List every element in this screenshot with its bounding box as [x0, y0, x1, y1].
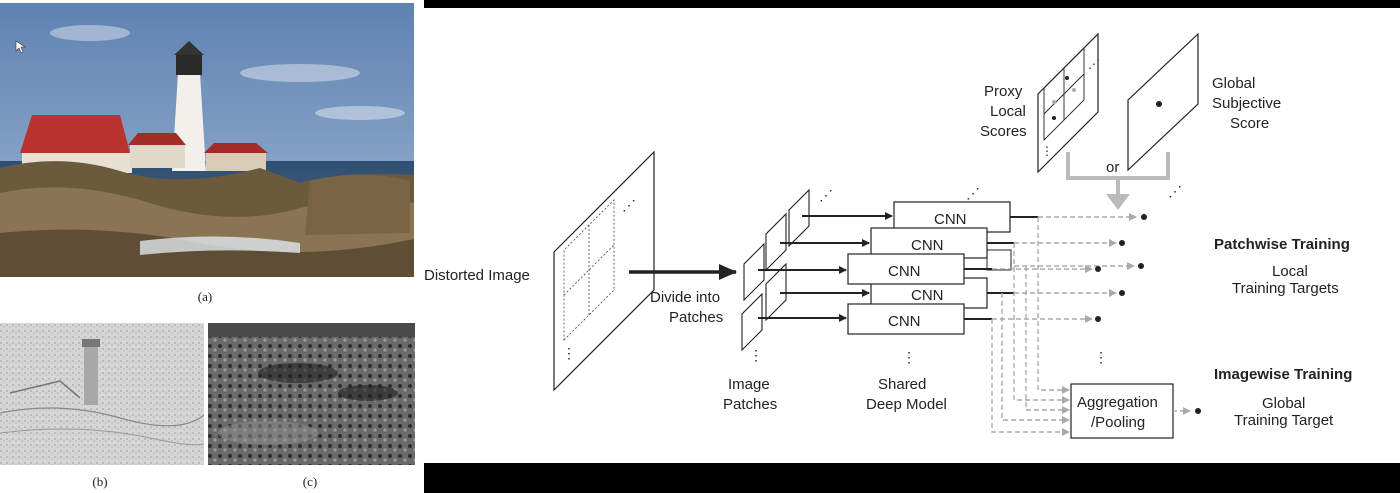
patchwise-title: Patchwise Training [1214, 236, 1350, 253]
svg-text:⋮: ⋮ [1041, 144, 1053, 158]
local-targets-line2: Training Targets [1232, 280, 1339, 297]
lighthouse-photo-svg [0, 3, 414, 277]
distorted-image-shape: ⋰ ⋮ [553, 150, 655, 392]
proxy-label-line3: Scores [980, 123, 1027, 140]
aggregation-label-line2: /Pooling [1091, 414, 1145, 431]
svg-text:⋰: ⋰ [622, 197, 636, 213]
aggregation-box [1070, 383, 1174, 439]
bottom-black-bar [424, 463, 1400, 493]
cnn-label-4: CNN [911, 287, 944, 304]
proxy-label-line1: Proxy [984, 83, 1023, 100]
cnn-label-1: CNN [934, 211, 967, 228]
local-targets-line1: Local [1272, 263, 1308, 280]
global-score-label-line3: Score [1230, 115, 1269, 132]
edge-map-svg [0, 323, 204, 465]
caption-a: (a) [197, 289, 213, 304]
caption-c: (c) [302, 474, 318, 489]
distorted-image-label: Distorted Image [424, 267, 530, 284]
edge-map-image [0, 323, 204, 465]
cnn-label-5: CNN [888, 313, 921, 330]
global-target-line2: Training Target [1234, 412, 1334, 429]
svg-text:⋰: ⋰ [1088, 57, 1100, 71]
local-score-dots [1095, 214, 1147, 322]
divide-label-line1: Divide into [650, 289, 720, 306]
image-patches-label-line2: Patches [723, 396, 777, 413]
cnn-output-stubs [964, 216, 1038, 320]
imagewise-title: Imagewise Training [1214, 366, 1352, 383]
patch-to-cnn-arrows [758, 212, 893, 322]
pipeline-diagram: Distorted Image ⋰ ⋮ Divide into Patches … [424, 32, 1352, 439]
aggregation-routes [991, 217, 1070, 436]
svg-text:⋮: ⋮ [902, 349, 916, 365]
svg-text:⋰: ⋰ [819, 187, 833, 203]
image-patches-label-line1: Image [728, 376, 770, 393]
proxy-scores-grid: ⋰ ⋮ [1037, 32, 1100, 174]
or-arrow-head [1106, 194, 1130, 210]
svg-text:⋮: ⋮ [562, 345, 576, 361]
cnn-label-2: CNN [911, 237, 944, 254]
caption-b: (b) [92, 474, 108, 489]
proxy-label-line2: Local [990, 103, 1026, 120]
shared-model-label-line2: Deep Model [866, 396, 947, 413]
global-target-line1: Global [1262, 395, 1305, 412]
cnn-label-3: CNN [888, 263, 921, 280]
svg-text:⋮: ⋮ [749, 347, 763, 363]
svg-text:⋰: ⋰ [1168, 183, 1182, 199]
lighthouse-photo [0, 3, 414, 277]
svg-text:⋮: ⋮ [1094, 349, 1108, 365]
svg-text:⋰: ⋰ [966, 185, 980, 201]
or-label: or [1106, 159, 1119, 176]
local-score-arrows [992, 213, 1137, 323]
global-target-dot [1195, 408, 1201, 414]
image-patches [741, 188, 810, 352]
aggregation-label-line1: Aggregation [1077, 394, 1158, 411]
shared-model-label-line1: Shared [878, 376, 926, 393]
global-score-label-line2: Subjective [1212, 95, 1281, 112]
or-bracket [1066, 152, 1170, 196]
global-score-shape [1127, 32, 1199, 172]
top-black-bar [424, 0, 1400, 8]
texture-map-svg [208, 323, 415, 465]
texture-map-image [208, 323, 415, 465]
cnn-stack: CNN CNN CNN CNN CNN [847, 201, 1012, 335]
global-score-label-line1: Global [1212, 75, 1255, 92]
divide-label-line2: Patches [669, 309, 723, 326]
